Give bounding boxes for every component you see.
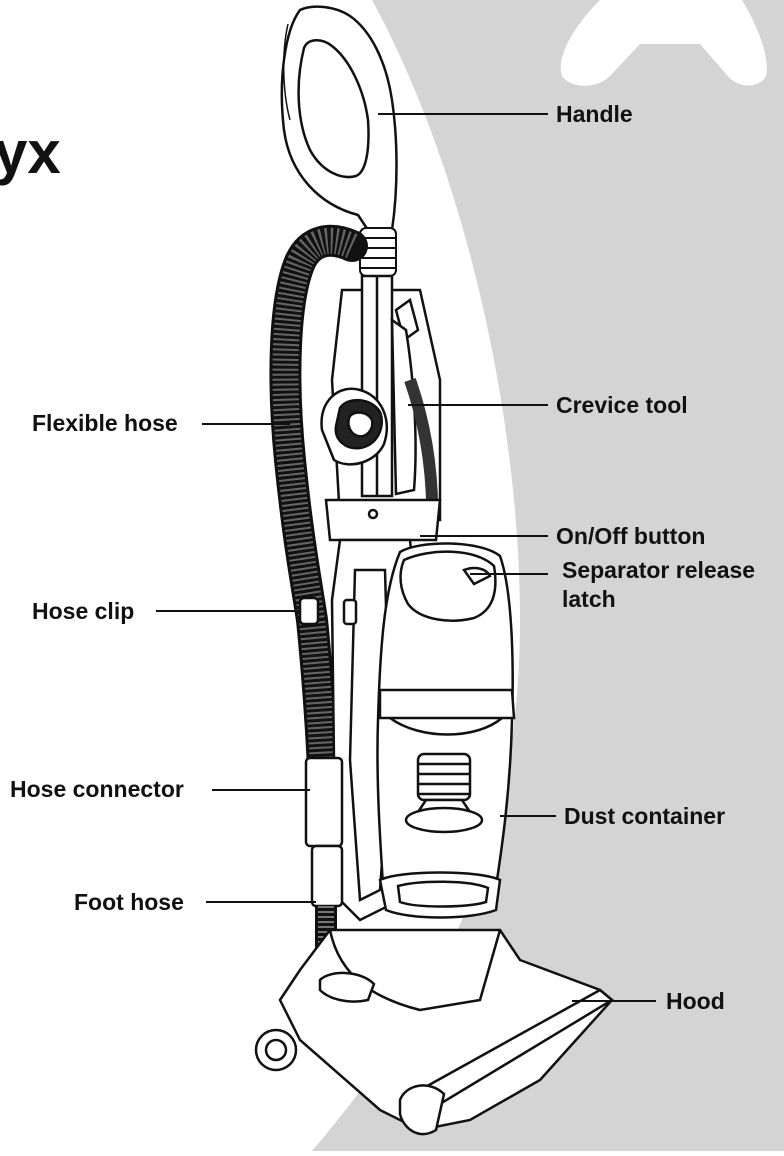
label-hood: Hood <box>666 988 725 1014</box>
label-hose-clip: Hose clip <box>32 598 135 624</box>
body-collar <box>324 498 442 542</box>
background-panel <box>312 0 784 1151</box>
handle <box>280 5 398 232</box>
handle-neck <box>359 227 397 277</box>
label-foot-hose: Foot hose <box>74 889 184 915</box>
label-crevice-tool: Crevice tool <box>556 392 688 418</box>
base <box>278 928 615 1136</box>
label-handle: Handle <box>556 101 633 127</box>
dust-container <box>376 542 516 919</box>
label-on-off-button: On/Off button <box>556 523 706 549</box>
hose-clip <box>298 596 358 626</box>
label-hose-connector: Hose connector <box>10 776 184 802</box>
wheel <box>254 1028 298 1072</box>
background-letter-shape <box>560 0 767 86</box>
brush-tool <box>320 387 388 466</box>
hose-connector <box>304 756 344 908</box>
cyclone-filter <box>404 752 484 834</box>
label-dust-container: Dust container <box>564 803 726 829</box>
title-fragment: yx <box>0 119 61 186</box>
flexible-hose-ribs <box>272 227 358 791</box>
label-separator-release-latch: Separator release latch <box>562 557 756 612</box>
label-flexible-hose: Flexible hose <box>32 410 178 436</box>
callout-lines <box>156 113 656 1002</box>
